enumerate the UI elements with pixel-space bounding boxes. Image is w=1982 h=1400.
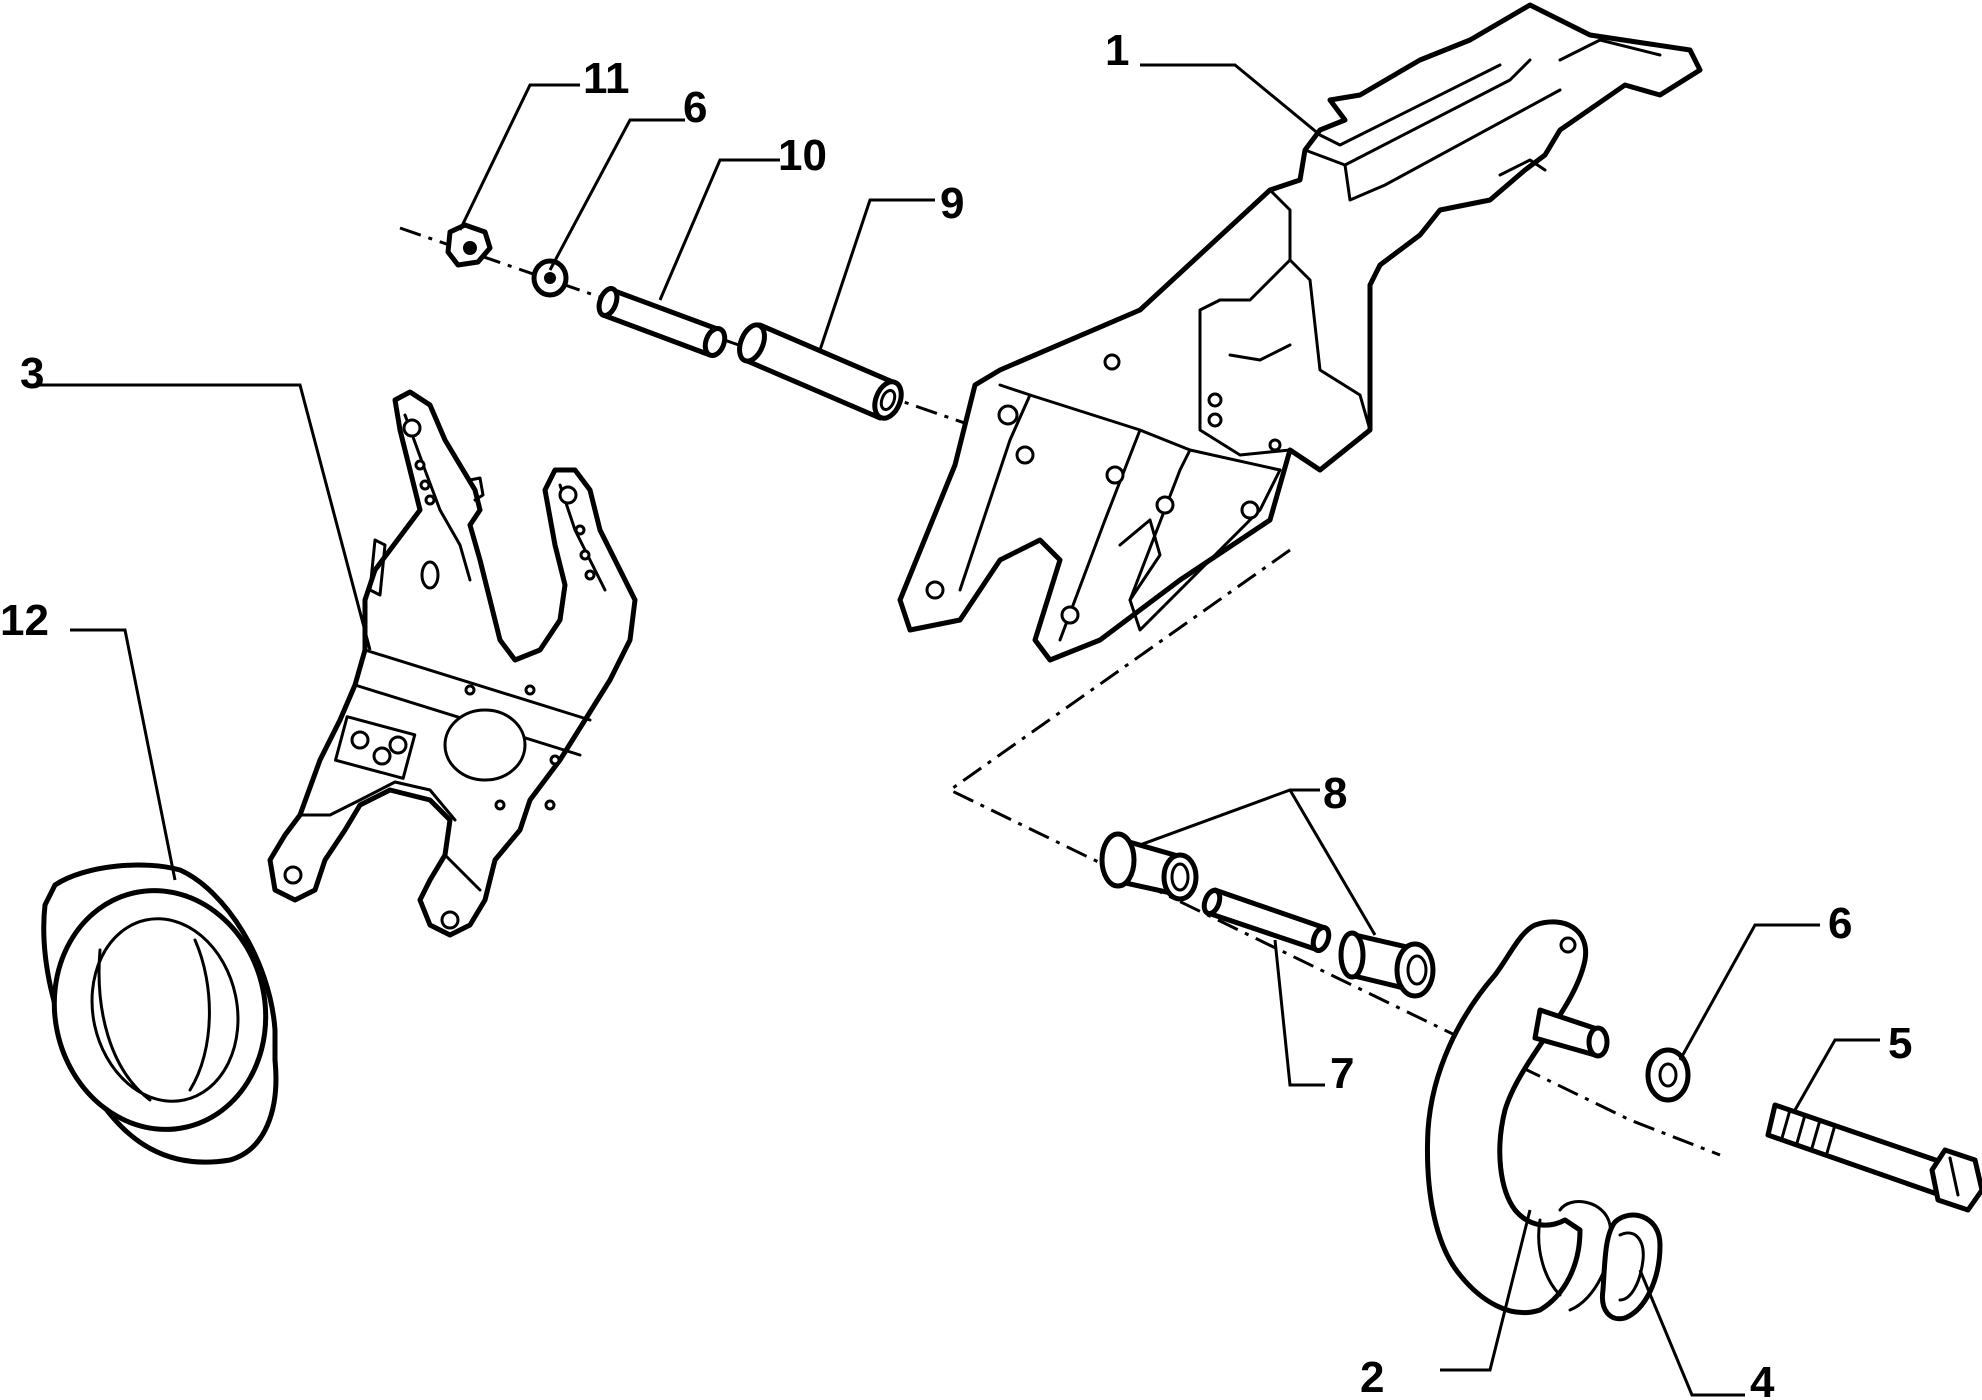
part-6-washer-lower <box>1645 1047 1691 1103</box>
part-5-bolt <box>1765 1102 1982 1213</box>
callout-1: 1 <box>1105 26 1129 75</box>
callout-10: 10 <box>778 131 827 180</box>
callout-2: 2 <box>1360 1353 1384 1400</box>
part-7-pin <box>1201 887 1332 954</box>
part-1-pedal-support-bracket <box>897 2 1703 663</box>
part-9-bush <box>737 322 904 421</box>
leader-lines <box>40 63 1880 1397</box>
callout-12: 12 <box>0 596 49 645</box>
callout-7: 7 <box>1330 1049 1354 1098</box>
part-12-rubber-ring <box>41 862 279 1165</box>
callout-6-upper: 6 <box>683 83 707 132</box>
callout-8: 8 <box>1323 769 1347 818</box>
part-6-washer-upper <box>531 258 569 298</box>
callout-3: 3 <box>20 349 44 398</box>
part-8-bushes <box>1099 831 1436 999</box>
callout-4: 4 <box>1750 1358 1775 1400</box>
part-4-pedal-pad <box>1599 1212 1663 1322</box>
part-3-mounting-plate <box>267 389 638 938</box>
callout-5: 5 <box>1888 1019 1912 1068</box>
part-2-pedal-arm <box>1425 919 1613 1316</box>
part-11-nut <box>445 222 493 268</box>
callout-11: 11 <box>583 54 630 103</box>
callout-labels: 1 2 3 4 5 6 6 7 8 9 10 11 12 <box>0 26 1912 1400</box>
part-10-sleeve <box>596 286 728 359</box>
callout-9: 9 <box>940 179 964 228</box>
callout-6-lower: 6 <box>1828 899 1852 948</box>
